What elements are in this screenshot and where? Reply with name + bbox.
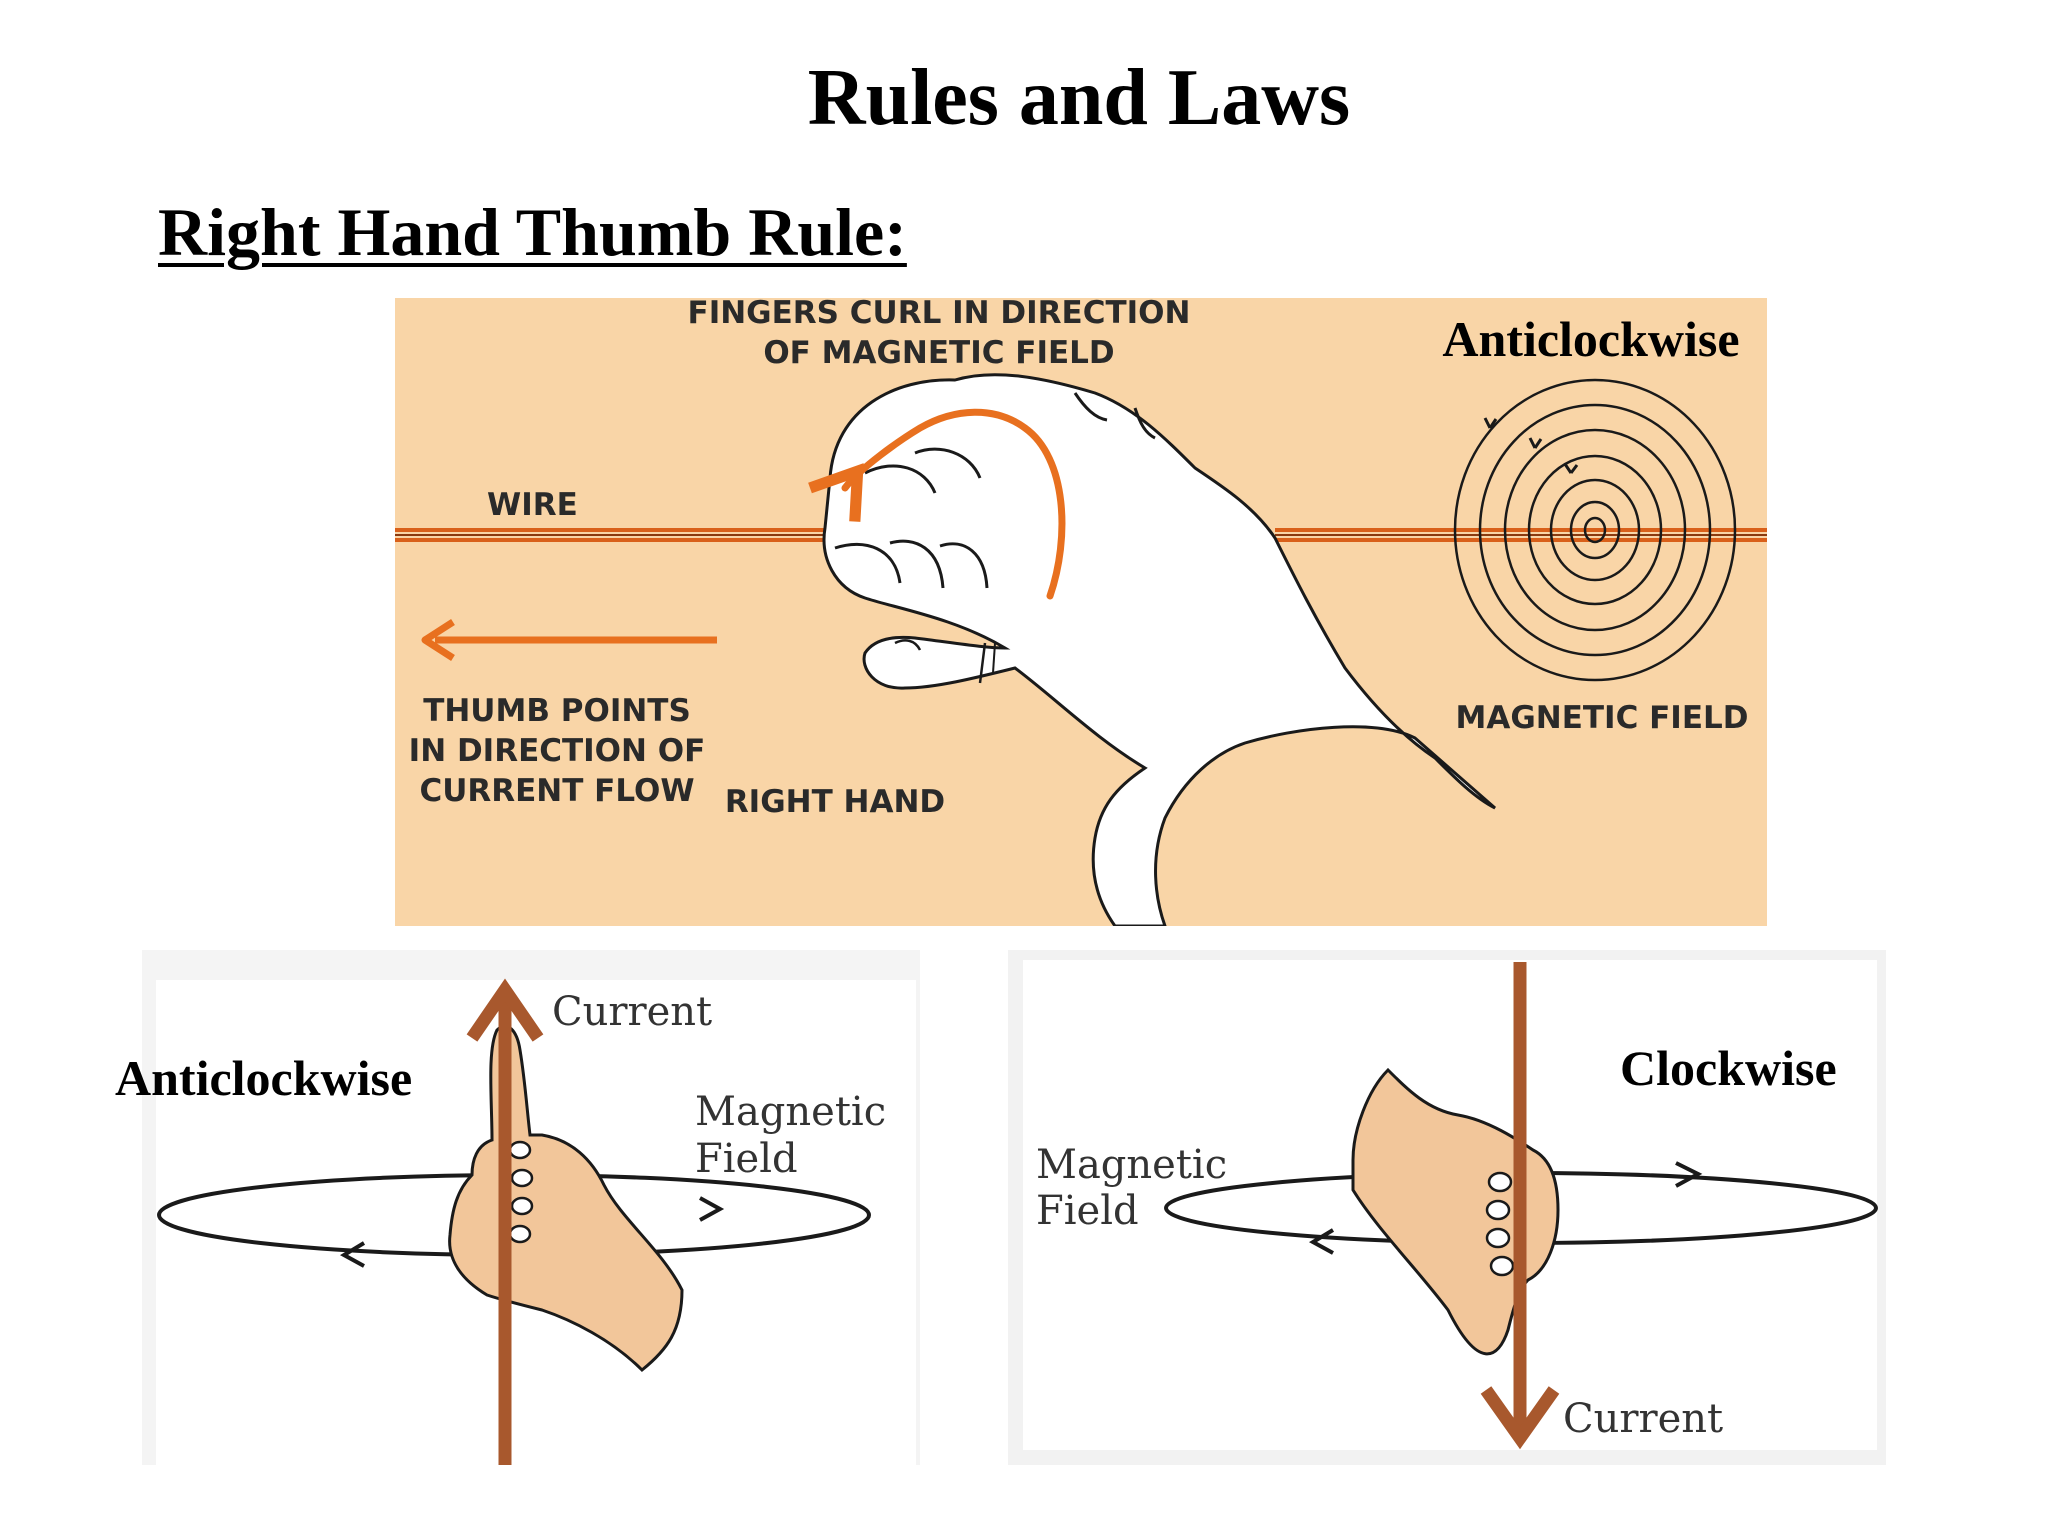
page-title: Rules and Laws <box>807 54 1351 142</box>
current-conductor <box>466 978 544 1465</box>
field-arrow-left <box>1308 1228 1335 1255</box>
field-label-line2: Field <box>695 1136 798 1182</box>
fingers-label-line2: OF MAGNETIC FIELD <box>763 335 1114 371</box>
magnetic-field-rings <box>1453 378 1737 682</box>
field-label-line1: Magnetic <box>695 1089 886 1135</box>
fingers-label-line1: FINGERS CURL IN DIRECTION <box>688 298 1191 331</box>
current-flow-arrow <box>421 619 717 661</box>
field-curl-arrow <box>808 408 1066 600</box>
thumb-label-line2: IN DIRECTION OF <box>409 733 706 769</box>
current-label: Current <box>1563 1396 1723 1442</box>
bottom-right-direction-label: Clockwise <box>1620 1040 1837 1096</box>
current-label: Current <box>552 989 712 1035</box>
current-conductor <box>1480 962 1560 1450</box>
field-label-line1: Magnetic <box>1036 1142 1227 1188</box>
thumb-label-line3: CURRENT FLOW <box>419 773 694 809</box>
bottom-left-direction-label: Anticlockwise <box>115 1050 413 1106</box>
right-hand-illustration <box>822 373 1496 926</box>
anticlockwise-diagram: Current Magnetic Field <box>142 950 920 1465</box>
top-direction-label: Anticlockwise <box>1442 311 1739 367</box>
magnetic-field-label: MAGNETIC FIELD <box>1455 700 1748 736</box>
clockwise-diagram: Current Magnetic Field <box>1008 950 1886 1465</box>
right-hand-label: RIGHT HAND <box>725 784 945 820</box>
field-label-line2: Field <box>1036 1188 1139 1234</box>
field-arrow-left <box>339 1241 366 1268</box>
wire-label: WIRE <box>487 487 578 523</box>
thumb-label-line1: THUMB POINTS <box>423 693 691 729</box>
section-heading: Right Hand Thumb Rule: <box>158 194 907 270</box>
field-arrow-right <box>1675 1161 1703 1188</box>
field-arrow-right <box>699 1196 725 1222</box>
right-hand-thumb-rule-diagram: FINGERS CURL IN DIRECTION OF MAGNETIC FI… <box>395 298 1767 926</box>
hand-illustration <box>1351 1067 1560 1356</box>
